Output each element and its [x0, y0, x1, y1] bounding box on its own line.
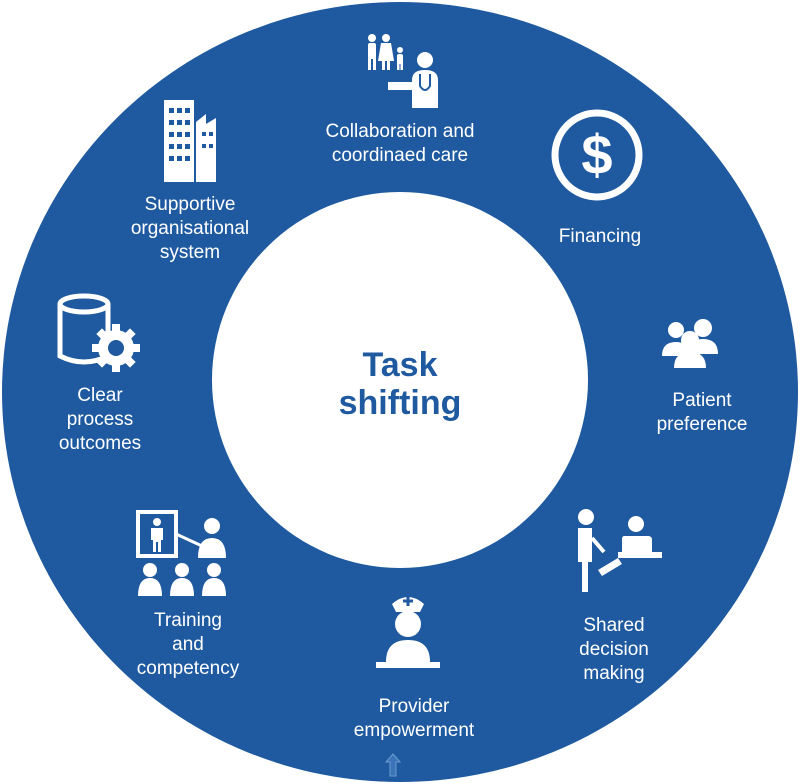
nurse-icon [376, 596, 440, 668]
inner-circle [212, 192, 588, 568]
training-presentation-icon [136, 510, 226, 596]
family-doctor-icon [368, 34, 438, 108]
people-group-icon [662, 319, 718, 368]
center-title-line1: Task [362, 346, 438, 384]
buildings-icon [164, 100, 216, 182]
center-title: Task shifting [339, 346, 462, 422]
database-gear-icon [57, 293, 140, 372]
svg-text:$: $ [581, 123, 612, 186]
center-title-line2: shifting [338, 384, 462, 422]
arrow-up-icon [384, 753, 402, 777]
doctor-patient-icon [578, 509, 662, 592]
dollar-icon: $ [551, 109, 643, 201]
label-financing: Financing [558, 226, 642, 247]
